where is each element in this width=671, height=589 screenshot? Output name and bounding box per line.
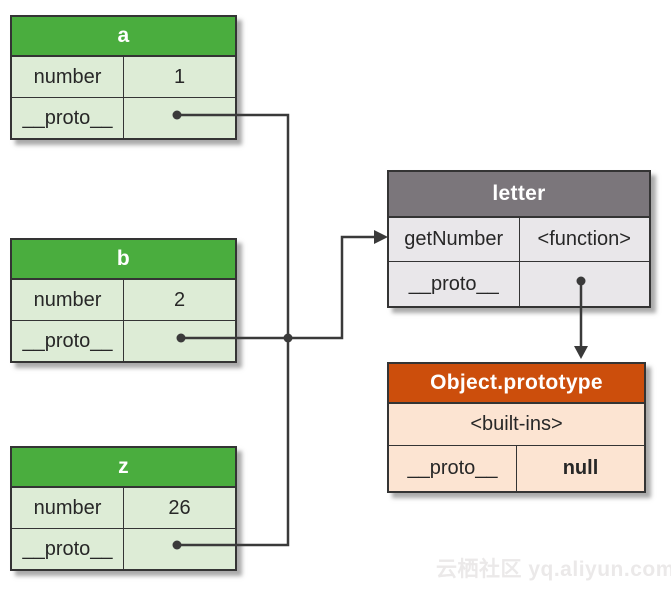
arrowhead-into-object-prototype <box>574 346 588 359</box>
table-letter-title: letter <box>389 172 649 218</box>
prototype-table-object-prototype: Object.prototype <built-ins> __proto__ n… <box>387 362 646 493</box>
object-table-z: z number 26 __proto__ <box>10 446 237 571</box>
property-value: <function> <box>537 228 631 250</box>
property-value: 26 <box>168 496 191 519</box>
property-name: number <box>12 488 124 528</box>
property-name: __proto__ <box>389 446 517 491</box>
object-table-b: b number 2 __proto__ <box>10 238 237 363</box>
property-name: __proto__ <box>389 262 520 306</box>
property-value <box>520 262 650 306</box>
property-value <box>124 529 235 569</box>
table-row: number 2 <box>12 280 235 321</box>
object-table-a: a number 1 __proto__ <box>10 15 237 140</box>
property-value: null <box>562 457 599 479</box>
property-name: number <box>12 280 124 320</box>
table-row: __proto__ <box>389 262 649 306</box>
table-row: number 26 <box>12 488 235 529</box>
table-row: getNumber <function> <box>389 218 649 262</box>
property-name: getNumber <box>389 218 520 261</box>
builtins-cell: <built-ins> <box>470 413 563 435</box>
property-name: __proto__ <box>12 98 124 138</box>
watermark: 云栖社区 yq.aliyun.com <box>436 558 671 581</box>
table-a-title: a <box>12 17 235 57</box>
property-value <box>124 98 235 138</box>
table-row: __proto__ <box>12 529 235 569</box>
table-b-title: b <box>12 240 235 280</box>
arrowhead-into-letter <box>374 230 388 244</box>
junction-dot <box>283 333 293 343</box>
property-name: __proto__ <box>12 321 124 361</box>
table-object-prototype-title: Object.prototype <box>389 364 644 404</box>
prototype-table-letter: letter getNumber <function> __proto__ <box>387 170 651 308</box>
table-z-title: z <box>12 448 235 488</box>
table-row: __proto__ <box>12 321 235 361</box>
table-row: <built-ins> <box>389 404 644 446</box>
property-value <box>124 321 235 361</box>
property-value: 2 <box>173 288 186 311</box>
table-row: __proto__ null <box>389 446 644 491</box>
table-row: __proto__ <box>12 98 235 138</box>
property-value: 1 <box>173 65 186 88</box>
property-name: __proto__ <box>12 529 124 569</box>
property-name: number <box>12 57 124 97</box>
table-row: number 1 <box>12 57 235 98</box>
